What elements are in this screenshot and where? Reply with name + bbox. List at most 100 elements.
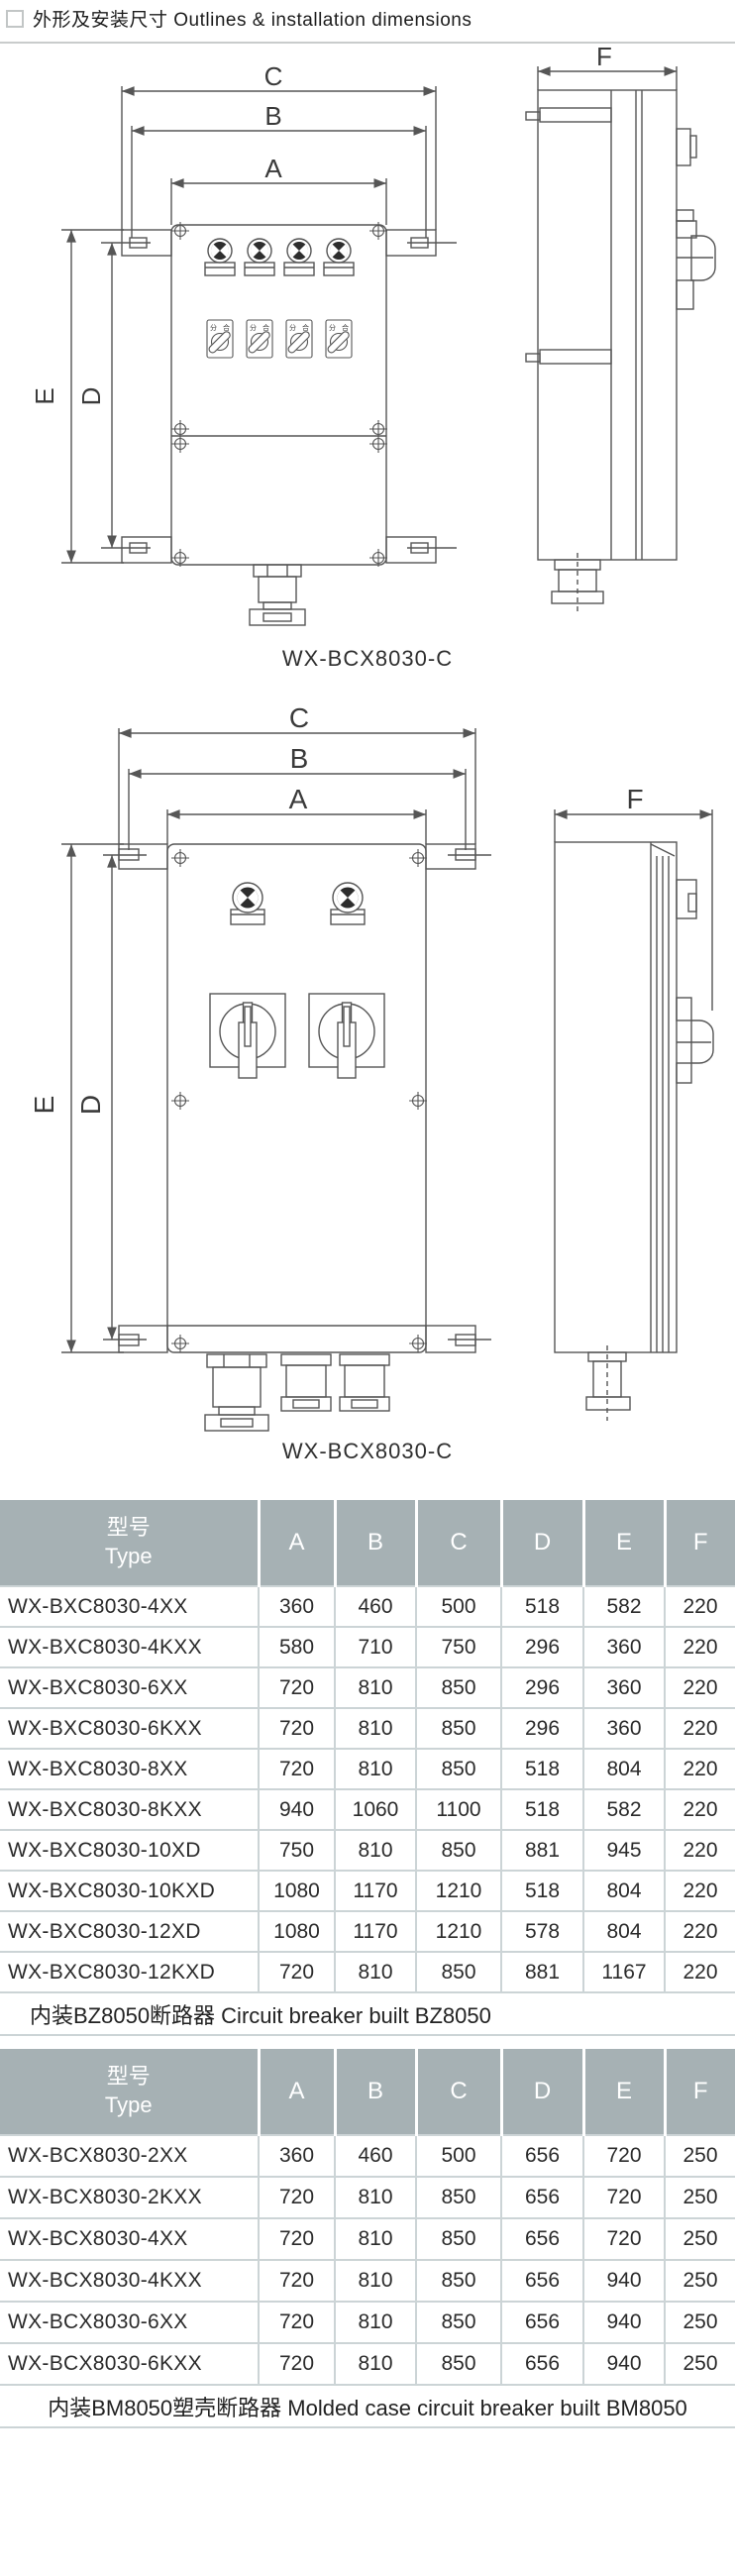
side-view-1: F [525, 48, 716, 612]
mounting-hole-icon [170, 434, 190, 454]
value-cell: 940 [582, 2301, 665, 2343]
column-header-f: F [663, 2049, 735, 2135]
value-cell: 220 [664, 1585, 735, 1627]
hinge-icon [676, 879, 697, 919]
value-cell: 940 [258, 1788, 335, 1830]
rotary-switch-icon [206, 319, 234, 359]
value-cell: 578 [500, 1910, 583, 1952]
value-cell: 810 [334, 1829, 416, 1871]
indicator-lamp-icon [244, 238, 275, 276]
value-cell: 750 [258, 1829, 335, 1871]
indicator-lamp-icon [204, 238, 236, 276]
value-cell: 810 [334, 1748, 416, 1789]
model-cell: WX-BCX8030-2KXX [0, 2176, 259, 2218]
column-header-d: D [499, 2049, 583, 2135]
value-cell: 220 [664, 1626, 735, 1667]
dim-label-f: F [626, 784, 643, 814]
value-cell: 360 [258, 1585, 335, 1627]
mounting-hole-icon [368, 434, 388, 454]
model-cell: WX-BCX8030-4XX [0, 2217, 259, 2260]
model-cell: WX-BCX8030-6KXX [0, 2342, 259, 2385]
value-cell: 1170 [334, 1910, 416, 1952]
rotary-switch-icon [285, 319, 313, 359]
value-cell: 1060 [334, 1788, 416, 1830]
type-header-cn: 型号 [106, 1515, 151, 1541]
outline-drawing-2: C B A E D [29, 702, 714, 1432]
type-header-en: Type [104, 2093, 153, 2117]
value-cell: 850 [415, 1829, 501, 1871]
mounting-hole-icon [408, 1091, 428, 1111]
column-header-c: C [414, 1500, 501, 1586]
value-cell: 460 [334, 2134, 416, 2177]
value-cell: 720 [258, 2217, 335, 2260]
value-cell: 1210 [415, 1910, 501, 1952]
model-cell: WX-BCX8030-4KXX [0, 2259, 259, 2302]
value-cell: 220 [664, 1951, 735, 1992]
value-cell: 804 [582, 1870, 665, 1911]
value-cell: 720 [258, 2259, 335, 2302]
value-cell: 656 [500, 2301, 583, 2343]
table-header-row: 型号 Type A B C D E F [0, 1500, 735, 1586]
value-cell: 810 [334, 1707, 416, 1749]
dim-label-b: B [264, 101, 281, 131]
value-cell: 720 [258, 1748, 335, 1789]
mounting-hole-icon [170, 848, 190, 868]
value-cell: 360 [582, 1707, 665, 1749]
dim-label-d: D [76, 387, 106, 406]
value-cell: 810 [334, 2217, 416, 2260]
section-title-text: 外形及安装尺寸 Outlines & installation dimensio… [33, 10, 472, 31]
value-cell: 582 [582, 1585, 665, 1627]
value-cell: 250 [664, 2176, 735, 2218]
door-latch-icon [676, 209, 716, 310]
model-cell: WX-BXC8030-10XD [0, 1829, 259, 1871]
section-checkbox-icon [6, 9, 24, 28]
breaker-handle-icon [209, 993, 286, 1079]
rotary-switch-icon [246, 319, 273, 359]
column-header-f: F [663, 1500, 735, 1586]
type-column-header: 型号 Type [0, 2049, 259, 2135]
hinge-icon [676, 128, 697, 166]
model-cell: WX-BXC8030-6KXX [0, 1707, 259, 1749]
cable-gland-icon [339, 1353, 390, 1412]
front-view-1 [101, 221, 457, 626]
value-cell: 1100 [415, 1788, 501, 1830]
value-cell: 250 [664, 2134, 735, 2177]
value-cell: 296 [500, 1626, 583, 1667]
value-cell: 810 [334, 1666, 416, 1708]
value-cell: 720 [258, 1951, 335, 1992]
type-header-en: Type [104, 1544, 153, 1568]
dim-label-b: B [290, 743, 309, 774]
value-cell: 850 [415, 1748, 501, 1789]
value-cell: 720 [582, 2217, 665, 2260]
dim-label-a: A [264, 154, 282, 183]
value-cell: 850 [415, 1666, 501, 1708]
value-cell: 518 [500, 1748, 583, 1789]
value-cell: 582 [582, 1788, 665, 1830]
indicator-lamp-icon [283, 238, 315, 276]
dim-label-e: E [30, 387, 59, 404]
value-cell: 220 [664, 1707, 735, 1749]
value-cell: 656 [500, 2342, 583, 2385]
value-cell: 360 [258, 2134, 335, 2177]
value-cell: 810 [334, 1951, 416, 1992]
model-cell: WX-BXC8030-4KXX [0, 1626, 259, 1667]
value-cell: 220 [664, 1910, 735, 1952]
value-cell: 360 [582, 1626, 665, 1667]
type-column-header: 型号 Type [0, 1500, 259, 1586]
value-cell: 220 [664, 1829, 735, 1871]
value-cell: 804 [582, 1910, 665, 1952]
rotary-switch-icon [325, 319, 353, 359]
value-cell: 460 [334, 1585, 416, 1627]
value-cell: 940 [582, 2342, 665, 2385]
